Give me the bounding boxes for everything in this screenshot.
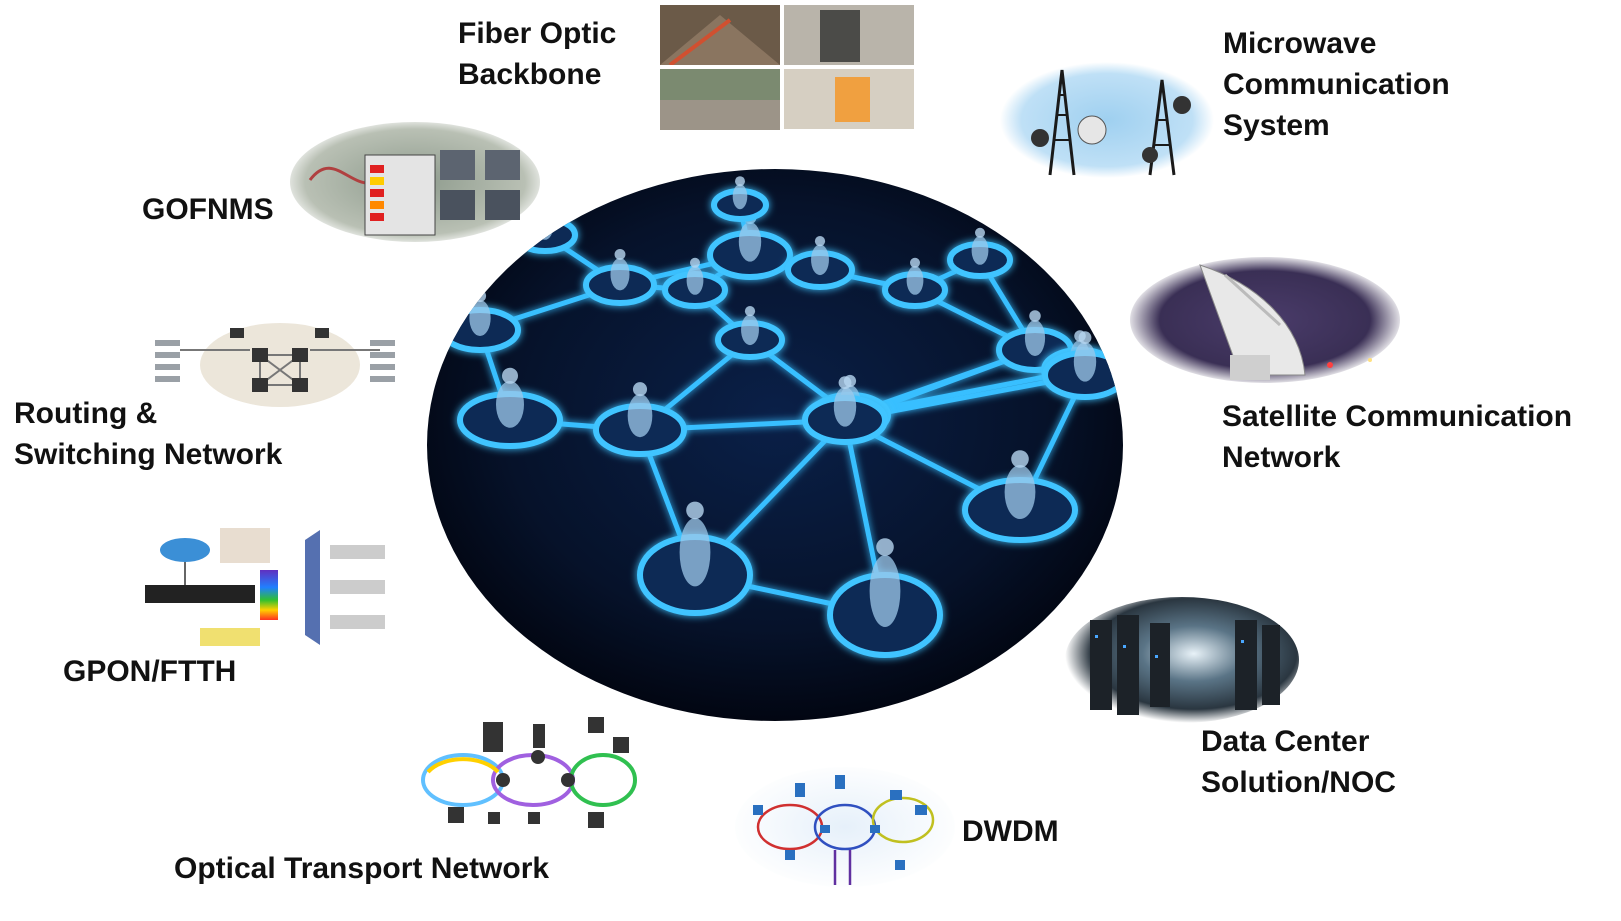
label-line: DWDM [962, 815, 1059, 848]
dwdm-ring-diagram-image [735, 765, 955, 890]
network-node [962, 450, 1078, 543]
network-node [947, 227, 1013, 279]
label-line: Network [1222, 441, 1341, 474]
label-line: Routing & [14, 397, 158, 430]
label-line: Switching Network [14, 438, 283, 471]
label-fiber-optic-backbone: Fiber Optic Backbone [458, 13, 616, 95]
network-hub-graphic [427, 169, 1123, 721]
network-node [711, 176, 769, 222]
label-line: GPON/FTTH [63, 655, 237, 688]
network-node [457, 367, 563, 449]
label-line: Backbone [458, 58, 602, 91]
label-line: Data Center [1201, 725, 1370, 758]
network-node [785, 235, 855, 290]
network-node [662, 257, 728, 309]
network-node [802, 376, 888, 445]
label-gpon-ftth: GPON/FTTH [63, 651, 236, 692]
network-node [593, 382, 687, 457]
network-node [1042, 331, 1123, 400]
network-node [715, 305, 785, 360]
network-node [827, 538, 943, 658]
label-gofnms: GOFNMS [142, 189, 274, 230]
gpon-ftth-image [140, 520, 400, 650]
central-network-hub [425, 165, 1125, 730]
network-node [707, 211, 793, 280]
satellite-dish-image [1130, 255, 1400, 385]
label-dwdm: DWDM [962, 811, 1059, 852]
microwave-tower-image [1000, 60, 1215, 180]
label-line: GOFNMS [142, 193, 274, 226]
label-routing-switching-network: Routing & Switching Network [14, 393, 282, 475]
label-line: Optical Transport Network [174, 852, 550, 885]
otn-ring-diagram-image [408, 712, 643, 837]
label-line: Satellite Communication [1222, 400, 1573, 433]
label-optical-transport-network: Optical Transport Network [174, 848, 549, 889]
label-data-center-solution-noc: Data Center Solution/NOC [1201, 721, 1396, 803]
label-line: Microwave [1223, 27, 1377, 60]
fiber-optic-image [660, 5, 915, 130]
label-line: Solution/NOC [1201, 766, 1396, 799]
label-satellite-communication-network: Satellite Communication Network [1222, 396, 1572, 478]
gofnms-image [290, 120, 540, 245]
network-node [882, 257, 948, 309]
network-node [583, 248, 657, 306]
label-line: Fiber Optic [458, 17, 617, 50]
label-line: Communication [1223, 68, 1450, 101]
network-node [637, 501, 753, 616]
routing-switching-image [150, 310, 400, 420]
data-center-image [1065, 595, 1300, 725]
label-microwave-communication-system: Microwave Communication System [1223, 23, 1450, 146]
label-line: System [1223, 109, 1330, 142]
